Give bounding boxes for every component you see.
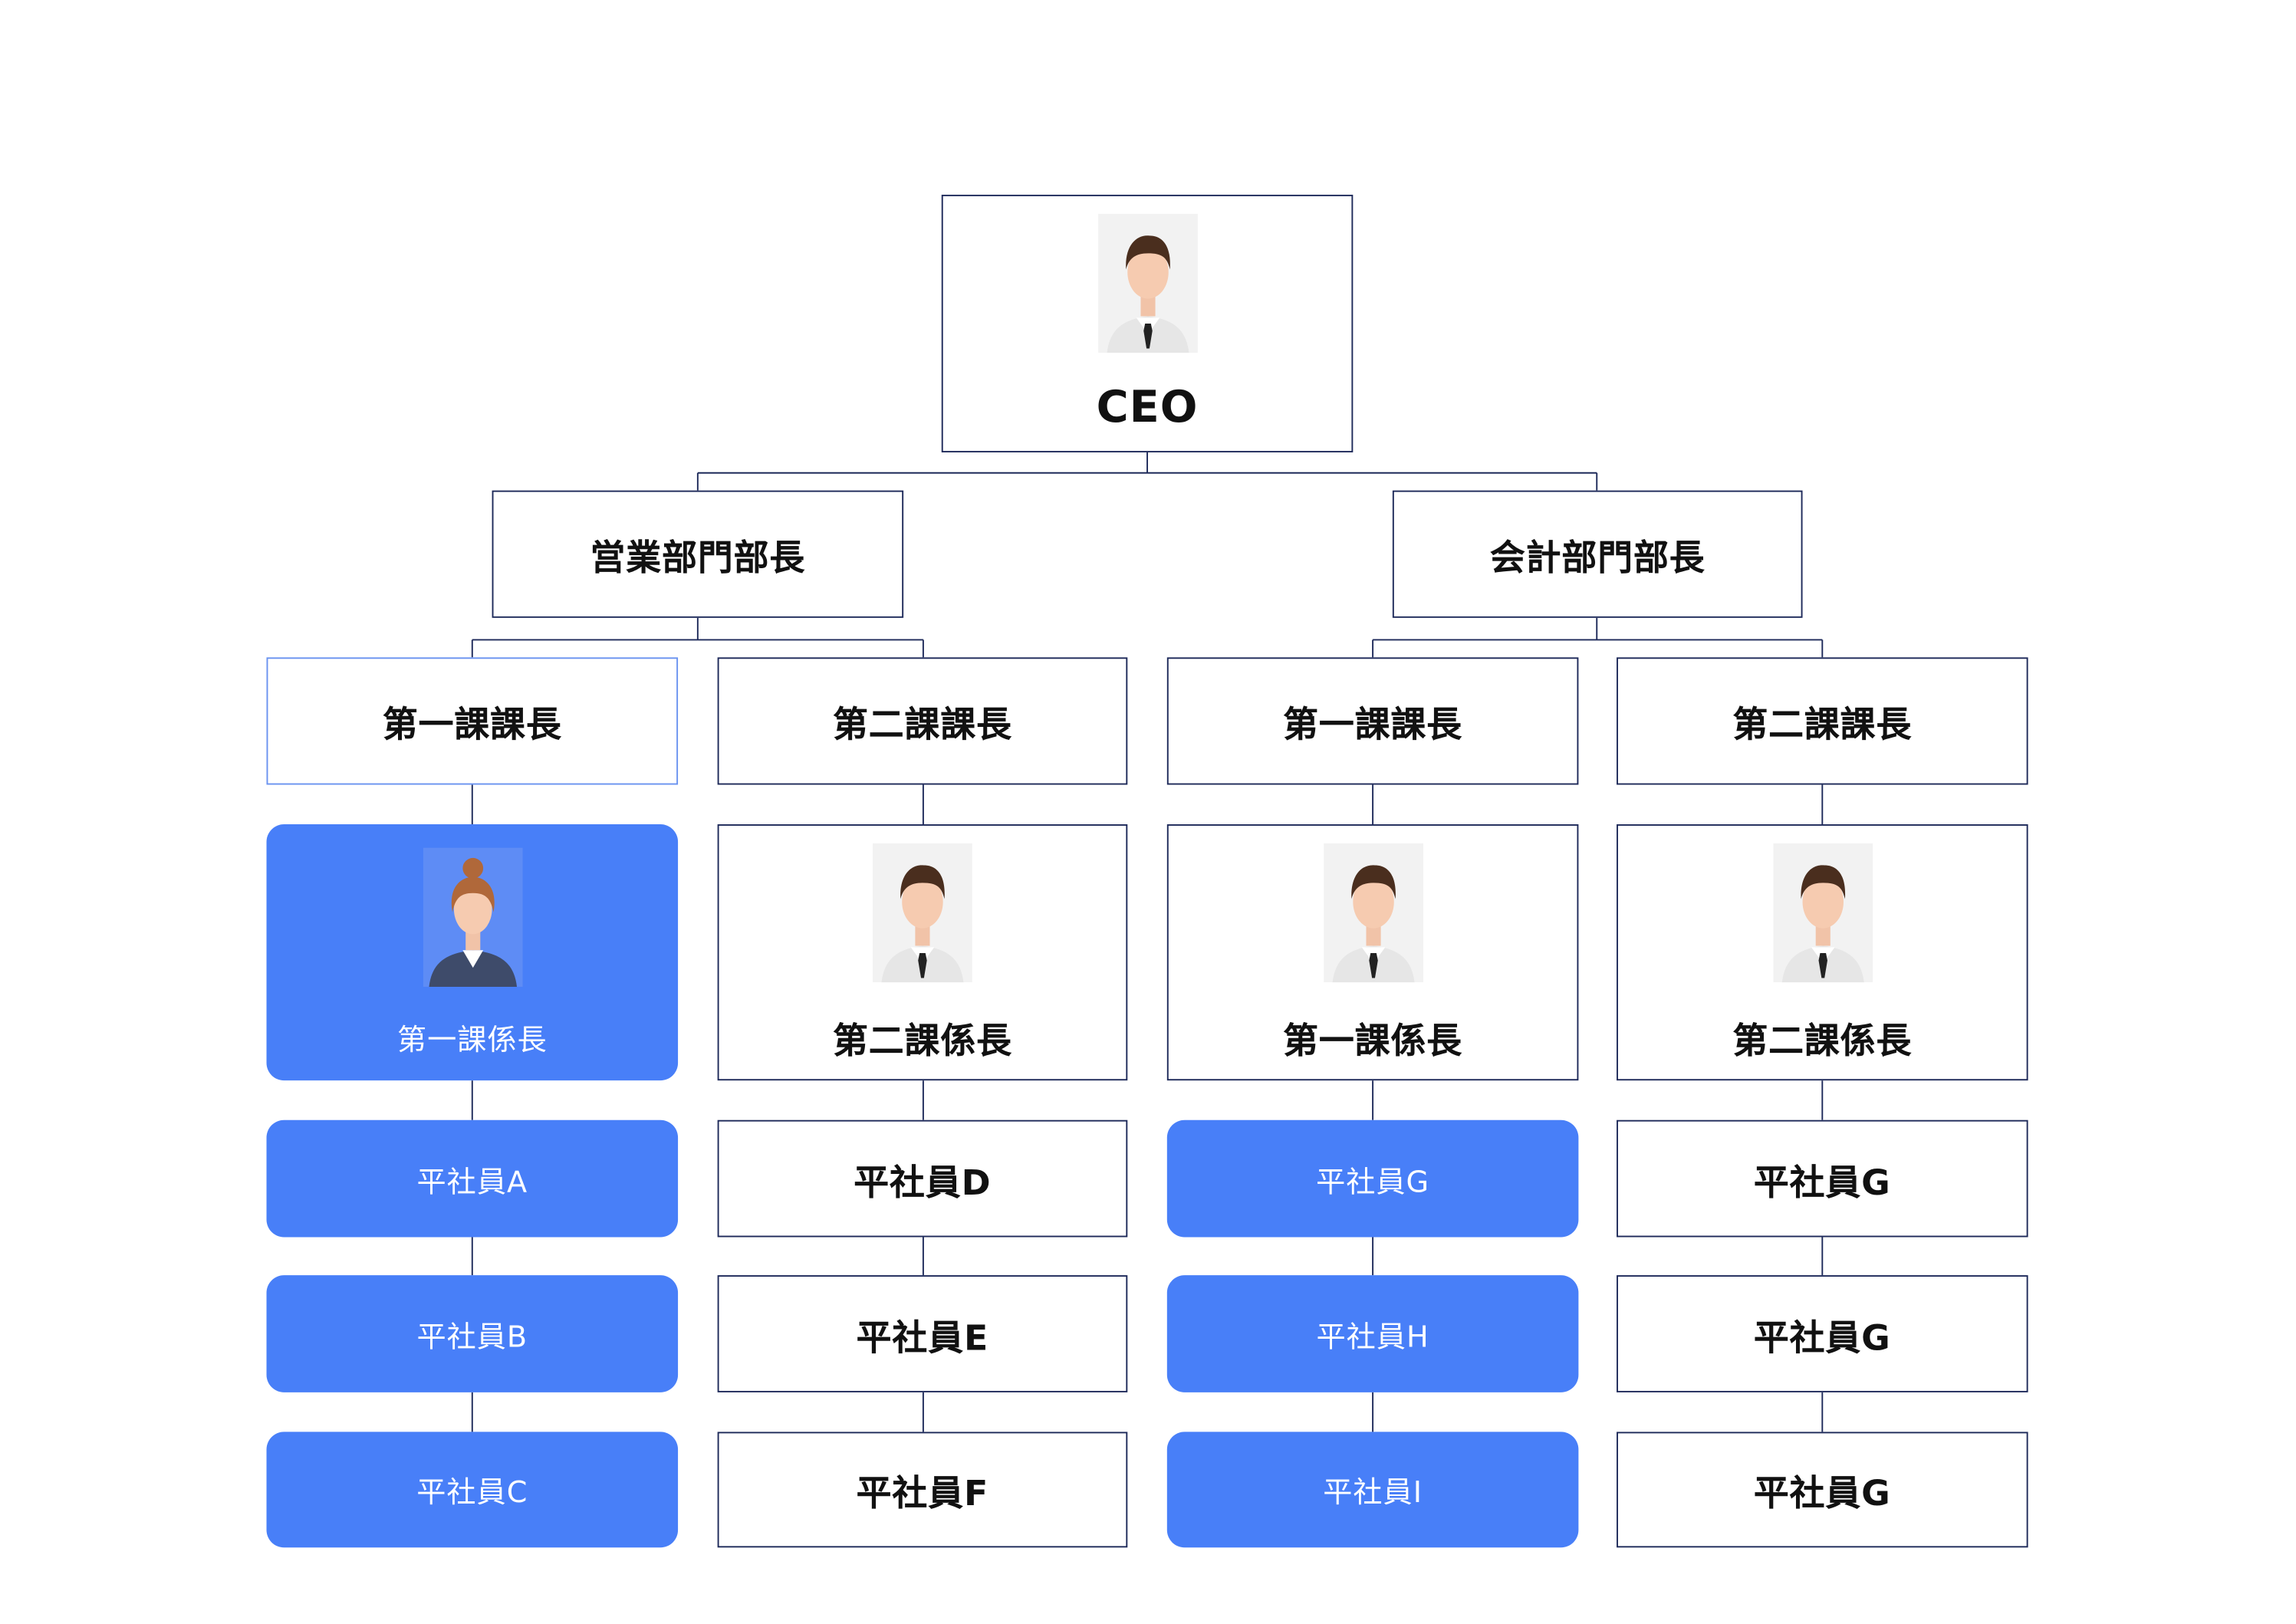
ceo-box[interactable]: CEO bbox=[941, 194, 1354, 453]
staff-label: 平社員F bbox=[856, 1472, 989, 1514]
section-chief-label: 第二課課長 bbox=[1732, 704, 1913, 745]
staff-box[interactable]: 平社員H bbox=[1166, 1275, 1579, 1392]
staff-label: 平社員D bbox=[854, 1162, 992, 1203]
section-chief-label: 第二課課長 bbox=[832, 704, 1012, 745]
section-chief-label: 第一課課長 bbox=[382, 704, 562, 745]
ceo-label: CEO bbox=[1096, 382, 1199, 434]
subsection-chief-box[interactable]: 第一課係長 bbox=[266, 824, 679, 1081]
section-chief-box[interactable]: 第二課課長 bbox=[717, 657, 1128, 785]
staff-box[interactable]: 平社員G bbox=[1166, 1119, 1579, 1238]
staff-box[interactable]: 平社員D bbox=[717, 1119, 1128, 1238]
staff-box[interactable]: 平社員A bbox=[266, 1119, 679, 1238]
subsection-chief-label: 第二課係長 bbox=[1732, 1019, 1913, 1061]
staff-box[interactable]: 平社員E bbox=[717, 1275, 1128, 1392]
staff-box[interactable]: 平社員B bbox=[266, 1275, 679, 1392]
male-employee-avatar-icon bbox=[873, 843, 972, 981]
section-chief-box[interactable]: 第一課課長 bbox=[266, 657, 679, 785]
subsection-chief-label: 第二課係長 bbox=[832, 1019, 1012, 1061]
staff-label: 平社員H bbox=[1316, 1318, 1429, 1354]
staff-label: 平社員G bbox=[1753, 1472, 1891, 1514]
male-employee-avatar-icon bbox=[1097, 214, 1197, 353]
male-employee-avatar-icon bbox=[1323, 843, 1423, 981]
subsection-chief-box[interactable]: 第二課係長 bbox=[717, 824, 1128, 1081]
staff-label: 平社員B bbox=[416, 1318, 528, 1354]
staff-box[interactable]: 平社員G bbox=[1617, 1119, 2028, 1238]
staff-label: 平社員G bbox=[1753, 1317, 1891, 1359]
staff-box[interactable]: 平社員G bbox=[1617, 1275, 2028, 1392]
male-employee-avatar-icon bbox=[1772, 843, 1872, 981]
dept-head-box-sales[interactable]: 営業部門部長 bbox=[492, 490, 904, 618]
subsection-chief-box[interactable]: 第二課係長 bbox=[1617, 824, 2028, 1081]
female-employee-avatar-icon bbox=[423, 847, 522, 986]
dept-head-label: 会計部門部長 bbox=[1489, 537, 1706, 579]
staff-label: 平社員E bbox=[856, 1317, 989, 1359]
staff-label: 平社員I bbox=[1323, 1474, 1423, 1510]
section-chief-label: 第一課課長 bbox=[1283, 704, 1463, 745]
staff-label: 平社員A bbox=[416, 1163, 528, 1198]
subsection-chief-box[interactable]: 第一課係長 bbox=[1166, 824, 1579, 1081]
staff-label: 平社員C bbox=[416, 1474, 528, 1510]
section-chief-box[interactable]: 第二課課長 bbox=[1617, 657, 2028, 785]
subsection-chief-label: 第一課係長 bbox=[396, 1021, 548, 1057]
staff-box[interactable]: 平社員C bbox=[266, 1432, 679, 1548]
staff-label: 平社員G bbox=[1316, 1163, 1430, 1198]
staff-box[interactable]: 平社員G bbox=[1617, 1432, 2028, 1548]
section-chief-box[interactable]: 第一課課長 bbox=[1166, 657, 1579, 785]
staff-box[interactable]: 平社員F bbox=[717, 1432, 1128, 1548]
subsection-chief-label: 第一課係長 bbox=[1283, 1019, 1463, 1061]
dept-head-label: 営業部門部長 bbox=[590, 537, 806, 579]
staff-box[interactable]: 平社員I bbox=[1166, 1432, 1579, 1548]
staff-label: 平社員G bbox=[1753, 1162, 1891, 1203]
dept-head-box-accounting[interactable]: 会計部門部長 bbox=[1392, 490, 1803, 618]
